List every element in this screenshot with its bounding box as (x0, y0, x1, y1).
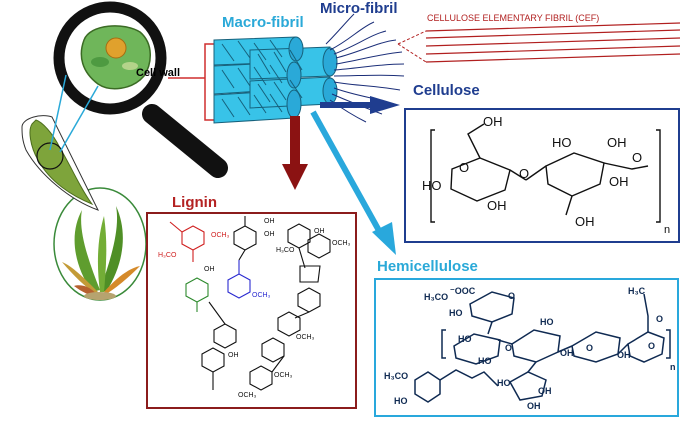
macro-fibril-label: Macro-fibril (222, 14, 304, 31)
hemi-group-13: O (656, 314, 664, 324)
cellulose-group-10: O (459, 160, 470, 175)
hemi-group-4: HO (458, 334, 472, 344)
arrow-to-hemicellulose (310, 110, 396, 255)
arrow-to-lignin (282, 116, 308, 190)
lignin-box (146, 212, 357, 409)
hemi-group-17: OH (527, 401, 541, 411)
cellulose-group-9: OH (575, 214, 595, 229)
lignin-group-11: H₃CO (276, 247, 295, 254)
lignin-group-2: OH (264, 231, 275, 238)
lignin-group-8: OCH₃ (332, 240, 351, 247)
hemi-group-10: O (586, 343, 594, 353)
cef-link (397, 30, 427, 45)
cef-label: CELLULOSE ELEMENTARY FIBRIL (CEF) (427, 13, 600, 23)
cellulose-subscript: n (664, 224, 671, 236)
lignin-group-9: OCH₃ (296, 334, 315, 341)
magnifier-icon (49, 1, 228, 178)
cellulose-group-8: OH (609, 174, 629, 189)
hemicellulose-label: Hemicellulose (377, 258, 478, 275)
lignin-group-3: OCH₃ (211, 232, 230, 239)
leaf-zoom-circle (36, 142, 64, 170)
hemi-group-12: H₃C (628, 286, 646, 296)
hemi-group-6: O (508, 291, 516, 301)
cef-link-2 (397, 43, 427, 63)
cellulose-group-5: HO (552, 135, 572, 150)
cellulose-group-1: OH (483, 114, 503, 129)
lignin-group-4: H₃CO (158, 252, 177, 259)
lignin-label: Lignin (172, 194, 217, 211)
hemi-group-18: H₃CO (384, 371, 409, 381)
hemi-group-8: HO (540, 317, 554, 327)
hemi-group-14: O (648, 341, 656, 351)
cellulose-box (404, 108, 680, 243)
cellulose-group-6: OH (607, 135, 627, 150)
arrow-to-cellulose (320, 96, 400, 114)
cellulose-group-4: OH (487, 198, 507, 213)
hemi-subscript: n (670, 362, 676, 372)
micro-fibril-label: Micro-fibril (320, 0, 398, 17)
cef-chains (425, 22, 681, 63)
hemi-group-19: HO (394, 396, 408, 406)
plant-icon (62, 206, 140, 300)
lignin-structure (169, 216, 331, 391)
lignin-group-13: OH (228, 352, 239, 359)
hemi-group-16: HO (497, 378, 511, 388)
cellulose-group-3: O (519, 166, 530, 181)
fibril-bundle-icon (213, 36, 338, 124)
lignin-group-5: OCH₃ (252, 292, 271, 299)
cell-wall-label: Cell wall (136, 67, 181, 79)
hemicellulose-structure (414, 291, 671, 403)
cellulose-label: Cellulose (413, 82, 480, 99)
hemi-group-7: O (505, 343, 513, 353)
lignin-group-7: OH (314, 228, 325, 235)
lignin-group-1: OH (264, 218, 275, 225)
hemi-group-5: HO (478, 356, 492, 366)
hemi-group-2: ⁻OOC (450, 286, 476, 296)
lignin-group-12: OCH₃ (238, 392, 257, 399)
hemi-group-1: H₃CO (424, 292, 449, 302)
hemi-group-3: HO (449, 308, 463, 318)
hemicellulose-box (374, 278, 679, 417)
cellulose-group-7: O (632, 150, 643, 165)
lignin-group-10: OCH₃ (274, 372, 293, 379)
cellulose-structure (430, 123, 661, 223)
lignin-group-6: OH (204, 266, 215, 273)
hemi-group-11: OH (617, 350, 631, 360)
hemi-group-9: OH (560, 348, 574, 358)
cellulose-group-2: HO (422, 178, 442, 193)
hemi-group-15: OH (538, 386, 552, 396)
